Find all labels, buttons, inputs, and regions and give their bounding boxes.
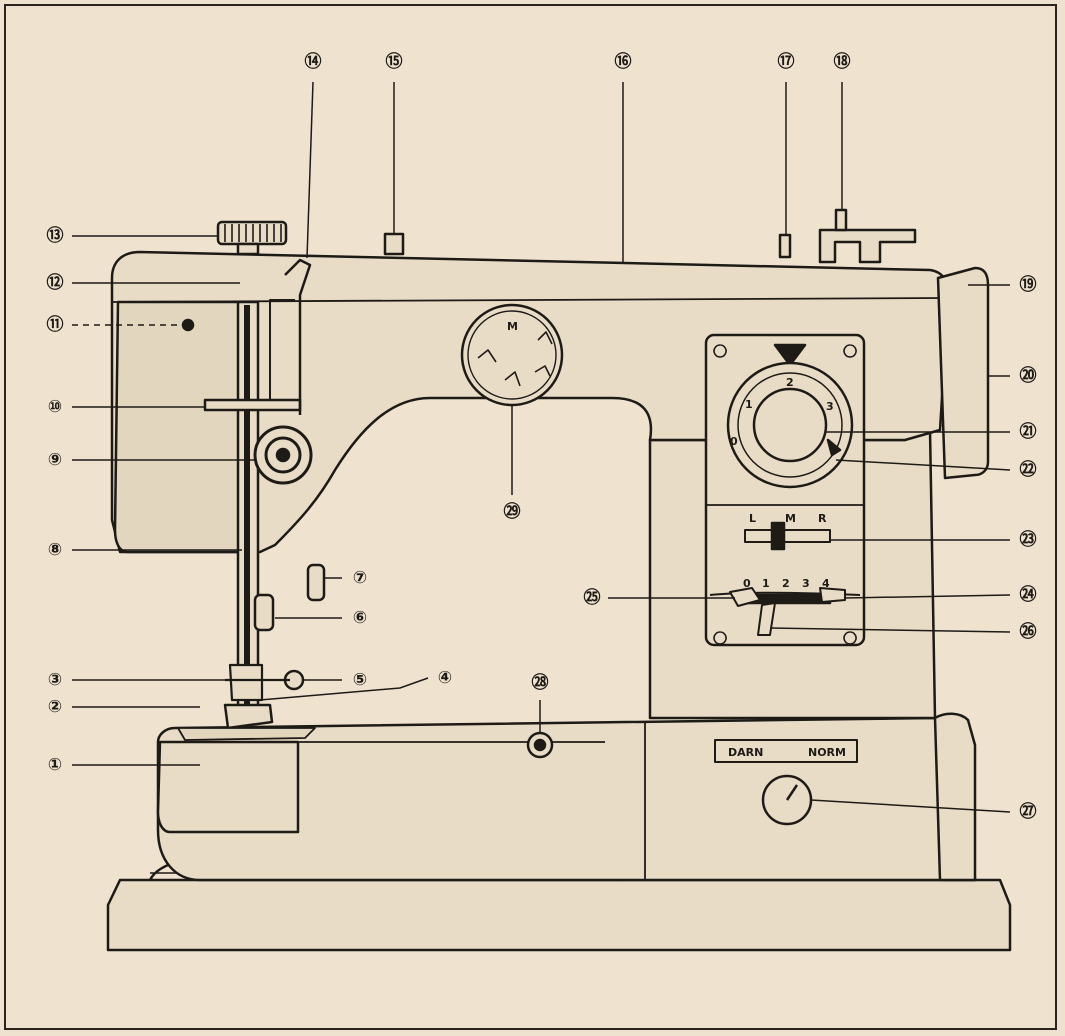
length-scale-0: 0 xyxy=(743,577,751,590)
callout-16: ⑯ xyxy=(615,51,632,72)
machine-base xyxy=(106,878,1012,952)
diagram-frame xyxy=(4,4,1057,1030)
callout-19: ⑲ xyxy=(1020,274,1037,295)
width-dial-1: 1 xyxy=(745,398,753,411)
callout-4: ④ xyxy=(438,668,452,688)
callout-14: ⑭ xyxy=(305,51,322,72)
callout-7: ⑦ xyxy=(353,568,367,588)
callout-17: ⑰ xyxy=(778,51,795,72)
norm-label: NORM xyxy=(808,746,846,759)
callout-11: ⑪ xyxy=(47,314,64,335)
callout-20: ⑳ xyxy=(1020,365,1037,386)
length-scale-3: 3 xyxy=(802,577,810,590)
callout-22: ㉒ xyxy=(1020,459,1037,480)
callout-13: ⑬ xyxy=(47,225,64,246)
callout-18: ⑱ xyxy=(834,51,851,72)
width-dial-3: 3 xyxy=(826,400,834,413)
presser-foot xyxy=(223,703,274,730)
callout-23: ㉓ xyxy=(1020,529,1037,550)
callout-27: ㉗ xyxy=(1020,801,1037,822)
darn-label: DARN xyxy=(728,746,763,759)
length-scale-2: 2 xyxy=(782,577,790,590)
position-letter-l: L xyxy=(749,512,756,525)
callout-1: ① xyxy=(48,755,62,775)
callout-21: ㉑ xyxy=(1020,421,1037,442)
callout-26: ㉖ xyxy=(1020,621,1037,642)
callout-12: ⑫ xyxy=(47,272,64,293)
callout-8: ⑧ xyxy=(48,540,62,560)
machine-arm xyxy=(110,250,950,554)
callout-28: ㉘ xyxy=(532,672,549,693)
callout-24: ㉔ xyxy=(1020,584,1037,605)
disc-letter: M xyxy=(507,320,518,333)
length-scale-1: 1 xyxy=(762,577,770,590)
face-cover xyxy=(113,300,244,554)
callout-6: ⑥ xyxy=(353,608,367,628)
position-letter-m: M xyxy=(785,512,796,525)
free-arm-cover xyxy=(156,740,300,834)
callout-5: ⑤ xyxy=(353,670,367,690)
width-dial-0: 0 xyxy=(730,435,738,448)
bed-right xyxy=(933,712,977,882)
position-letter-r: R xyxy=(818,512,827,525)
callout-25: ㉕ xyxy=(584,587,601,608)
width-dial-2: 2 xyxy=(786,376,794,389)
callout-10: ⑩ xyxy=(48,397,62,417)
pressure-knob xyxy=(216,220,288,246)
callout-3: ③ xyxy=(48,670,62,690)
length-scale-4: 4 xyxy=(822,577,830,590)
callout-29: ㉙ xyxy=(504,501,521,522)
stitch-width-knob xyxy=(752,387,828,463)
callout-9: ⑨ xyxy=(48,450,62,470)
callout-2: ② xyxy=(48,697,62,717)
callout-15: ⑮ xyxy=(386,51,403,72)
hand-wheel xyxy=(936,266,990,480)
